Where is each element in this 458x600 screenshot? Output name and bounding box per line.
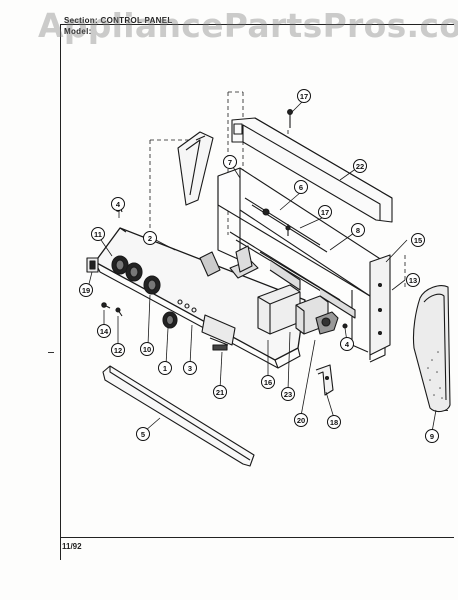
callout: 17 — [318, 205, 332, 219]
svg-text:17: 17 — [300, 92, 308, 101]
callout: 7 — [223, 155, 237, 169]
svg-text:13: 13 — [409, 276, 417, 285]
svg-text:23: 23 — [284, 390, 292, 399]
svg-text:4: 4 — [345, 340, 350, 349]
callout: 17 — [297, 89, 311, 103]
callout: 8 — [351, 223, 365, 237]
svg-text:22: 22 — [356, 162, 364, 171]
callout-labels: 17 22 7 6 17 8 15 13 4 11 2 19 14 12 10 … — [79, 89, 439, 443]
callout: 11 — [91, 227, 105, 241]
callout: 9 — [425, 429, 439, 443]
svg-text:14: 14 — [100, 327, 109, 336]
callout: 12 — [111, 343, 125, 357]
callout: 20 — [294, 413, 308, 427]
section-value: CONTROL PANEL — [100, 16, 173, 25]
part-rear-housing — [217, 167, 386, 363]
svg-text:12: 12 — [114, 346, 122, 355]
callout: 5 — [136, 427, 150, 441]
svg-text:1: 1 — [163, 364, 167, 373]
callout: 4 — [340, 337, 354, 351]
callout: 19 — [79, 283, 93, 297]
callout: 14 — [97, 324, 111, 338]
svg-text:18: 18 — [330, 418, 338, 427]
svg-text:17: 17 — [321, 208, 329, 217]
part-end-cap — [412, 285, 451, 413]
footer-divider — [60, 537, 454, 538]
svg-text:15: 15 — [414, 236, 422, 245]
svg-text:7: 7 — [228, 158, 232, 167]
callout: 18 — [327, 415, 341, 429]
svg-text:3: 3 — [188, 364, 192, 373]
svg-text:4: 4 — [116, 200, 121, 209]
svg-text:20: 20 — [297, 416, 305, 425]
part-small-bracket — [315, 364, 334, 396]
svg-text:6: 6 — [299, 183, 303, 192]
svg-text:9: 9 — [430, 432, 434, 441]
svg-text:8: 8 — [356, 226, 360, 235]
callout: 22 — [353, 159, 367, 173]
callout: 16 — [261, 375, 275, 389]
callout: 6 — [294, 180, 308, 194]
revision-date: 11/92 — [62, 542, 82, 551]
model-label: Model: — [64, 27, 92, 36]
page-frame — [60, 24, 454, 560]
svg-text:16: 16 — [264, 378, 272, 387]
section-label: Section: — [64, 16, 98, 25]
callout: 4 — [111, 197, 125, 211]
svg-text:2: 2 — [148, 234, 152, 243]
callout: 21 — [213, 385, 227, 399]
model-heading: Model: — [64, 27, 92, 36]
margin-tick — [48, 352, 54, 353]
callout: 10 — [140, 342, 154, 356]
part-side-panel — [369, 254, 391, 356]
callout: 2 — [143, 231, 157, 245]
part-switch — [86, 257, 99, 273]
callout: 1 — [158, 361, 172, 375]
part-control-modules — [199, 245, 339, 335]
site-watermark: AppliancePartsPros.com — [38, 6, 458, 45]
part-rear-top-bracket — [231, 117, 393, 223]
svg-text:10: 10 — [143, 345, 151, 354]
part-lower-trim — [102, 365, 255, 467]
svg-text:21: 21 — [216, 388, 224, 397]
callout: 3 — [183, 361, 197, 375]
callout: 15 — [411, 233, 425, 247]
part-control-panel — [94, 227, 306, 369]
svg-text:11: 11 — [94, 230, 102, 239]
part-left-bracket — [177, 131, 214, 206]
callout: 13 — [406, 273, 420, 287]
svg-text:19: 19 — [82, 286, 90, 295]
callout: 23 — [281, 387, 295, 401]
svg-text:5: 5 — [141, 430, 145, 439]
section-heading: Section: CONTROL PANEL — [64, 16, 173, 25]
